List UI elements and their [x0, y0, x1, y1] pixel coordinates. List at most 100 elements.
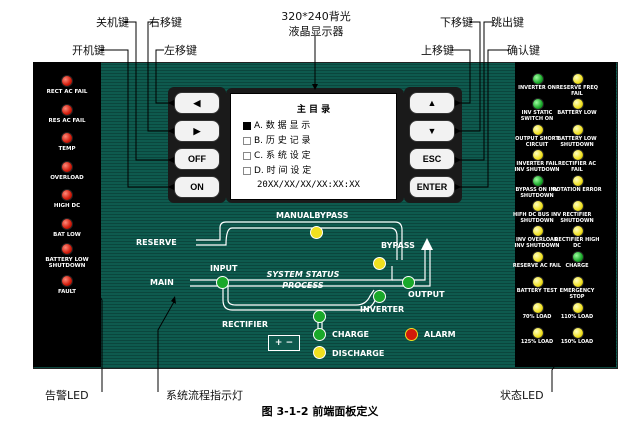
alarm-led-label: RECT AC FAIL	[46, 89, 88, 95]
battery-icon: + −	[268, 335, 300, 351]
status-led-indicator	[572, 73, 584, 85]
alarm-led-label: TEMP	[58, 146, 76, 152]
bypass-led	[373, 257, 386, 270]
callout-power-off-key: 关机键	[96, 16, 129, 29]
status-led-label: 150% LOAD	[560, 339, 594, 345]
status-led-label: RESERVE AC FAIL	[512, 262, 562, 269]
flow-label-manual-bypass: MANUALBYPASS	[276, 211, 349, 220]
alarm-led-label: FAULT	[57, 289, 77, 295]
alarm-led-indicator	[61, 75, 73, 87]
leader-line-left	[155, 49, 174, 104]
flow-label-charge: CHARGE	[332, 330, 369, 339]
flow-label-main: MAIN	[150, 278, 174, 287]
alarm-led-indicator	[61, 132, 73, 144]
callout-power-on-key: 开机键	[72, 44, 105, 57]
status-led-indicator	[572, 123, 584, 136]
enter-button[interactable]: ENTER	[409, 176, 455, 198]
status-led-label: INV OVERLOAD INV SHUTDOWN	[514, 237, 560, 250]
esc-button[interactable]: ESC	[409, 148, 455, 170]
status-led-indicator	[532, 149, 544, 162]
callout-alarm-led: 告警LED	[45, 389, 89, 402]
flow-label-alarm: ALARM	[424, 330, 456, 339]
status-led-label: RECTIFIER HIGH DC	[554, 237, 600, 250]
callout-up-key: 上移键	[421, 44, 454, 57]
callout-status-led: 状态LED	[500, 389, 544, 402]
status-led-label: INVERTER ON	[518, 85, 556, 91]
leader-line-up	[452, 49, 471, 104]
status-led-label: BYPASS ON INV SHUTDOWN	[515, 186, 559, 199]
status-led-label: RECTIFIER SHUTDOWN	[560, 212, 594, 224]
status-led-label: INV STATIC SWITCH ON	[520, 110, 554, 123]
alarm-led-label: BATTERY LOW SHUTDOWN	[45, 257, 89, 269]
status-led-indicator	[532, 276, 544, 289]
charge-led	[313, 328, 326, 341]
discharge-led	[313, 346, 326, 359]
status-led-indicator	[532, 174, 544, 187]
leader-line-right	[147, 21, 174, 132]
callout-lcd-line2: 液晶显示器	[288, 25, 344, 38]
status-led-indicator	[572, 98, 584, 111]
status-led-label: OUTPUT SHORT CIRCUIT	[515, 135, 559, 148]
lcd-menu-title: 主 目 录	[296, 105, 331, 115]
power-off-button[interactable]: OFF	[174, 148, 220, 170]
output-led	[402, 276, 415, 289]
status-led-label: BATTERY LOW SHUTDOWN	[557, 135, 597, 148]
status-led-indicator	[532, 250, 544, 263]
status-led-panel	[515, 62, 616, 367]
left-move-button[interactable]: ◀	[174, 92, 220, 114]
up-move-button[interactable]: ▲	[409, 92, 455, 114]
status-led-label: RECTIFIER AC FAIL	[557, 161, 597, 174]
figure-caption: 图 3-1-2 前端面板定义	[261, 405, 379, 418]
status-led-label: CHARGE	[565, 262, 589, 269]
lcd-menu-item[interactable]: B. 历 史 记 录	[243, 133, 310, 146]
status-led-indicator	[572, 200, 584, 212]
right-move-button[interactable]: ▶	[174, 120, 220, 142]
alarm-led-label: OVERLOAD	[50, 175, 84, 181]
callout-left-key: 左移键	[164, 44, 197, 57]
flow-label-output: OUTPUT	[408, 290, 445, 299]
lcd-display: 主 目 录 A. 数 据 显 示 B. 历 史 记 录 C. 系 统 设 定 D…	[230, 93, 397, 200]
alarm-led-indicator	[61, 275, 73, 287]
callout-down-key: 下移键	[440, 16, 473, 29]
alarm-led	[405, 328, 418, 341]
alarm-led-indicator	[61, 189, 73, 201]
status-led-indicator	[572, 149, 584, 162]
flow-label-rectifier: RECTIFIER	[222, 320, 268, 329]
input-led	[216, 276, 229, 289]
manual-bypass-led	[310, 226, 323, 239]
flow-label-bypass: BYPASS	[381, 241, 415, 250]
lcd-menu-item[interactable]: C. 系 统 设 定	[243, 148, 311, 161]
leader-line-exit	[455, 21, 493, 161]
inverter-led	[373, 290, 386, 303]
status-led-indicator	[532, 123, 544, 136]
flow-label-discharge: DISCHARGE	[332, 349, 385, 358]
callout-exit-key: 跳出键	[491, 16, 524, 29]
down-move-button[interactable]: ▼	[409, 120, 455, 142]
flow-label-system-status: SYSTEM STATUS	[266, 270, 340, 279]
alarm-led-indicator	[61, 218, 73, 230]
status-led-indicator	[572, 327, 584, 339]
flow-label-reserve: RESERVE	[136, 238, 177, 247]
status-led-indicator	[572, 225, 584, 238]
status-led-indicator	[532, 225, 544, 238]
lcd-menu-item[interactable]: A. 数 据 显 示	[243, 118, 310, 131]
status-led-label: EMERGENCY STOP	[559, 288, 595, 301]
power-on-button[interactable]: ON	[174, 176, 220, 198]
unselected-marker-icon	[243, 151, 251, 160]
alarm-led-label: BAT LOW	[53, 232, 81, 238]
unselected-marker-icon	[243, 166, 251, 175]
status-led-label: HIFH DC BUS INV SHUTDOWN	[512, 212, 562, 224]
alarm-led-indicator	[61, 161, 73, 173]
status-led-indicator	[572, 250, 584, 263]
status-led-indicator	[572, 301, 584, 314]
status-led-indicator	[532, 200, 544, 212]
alarm-led-indicator	[61, 243, 73, 255]
lcd-menu-item[interactable]: D. 时 间 设 定	[243, 163, 311, 176]
status-led-indicator	[532, 301, 544, 314]
status-led-indicator	[532, 327, 544, 339]
alarm-led-label: HIGH DC	[53, 203, 81, 209]
leader-line-down	[455, 21, 481, 132]
status-led-label: ROTATION ERROR	[552, 186, 602, 193]
lcd-datetime: 20XX/XX/XX/XX:XX:XX	[257, 180, 360, 190]
status-led-label: BATTERY TEST	[516, 288, 558, 295]
